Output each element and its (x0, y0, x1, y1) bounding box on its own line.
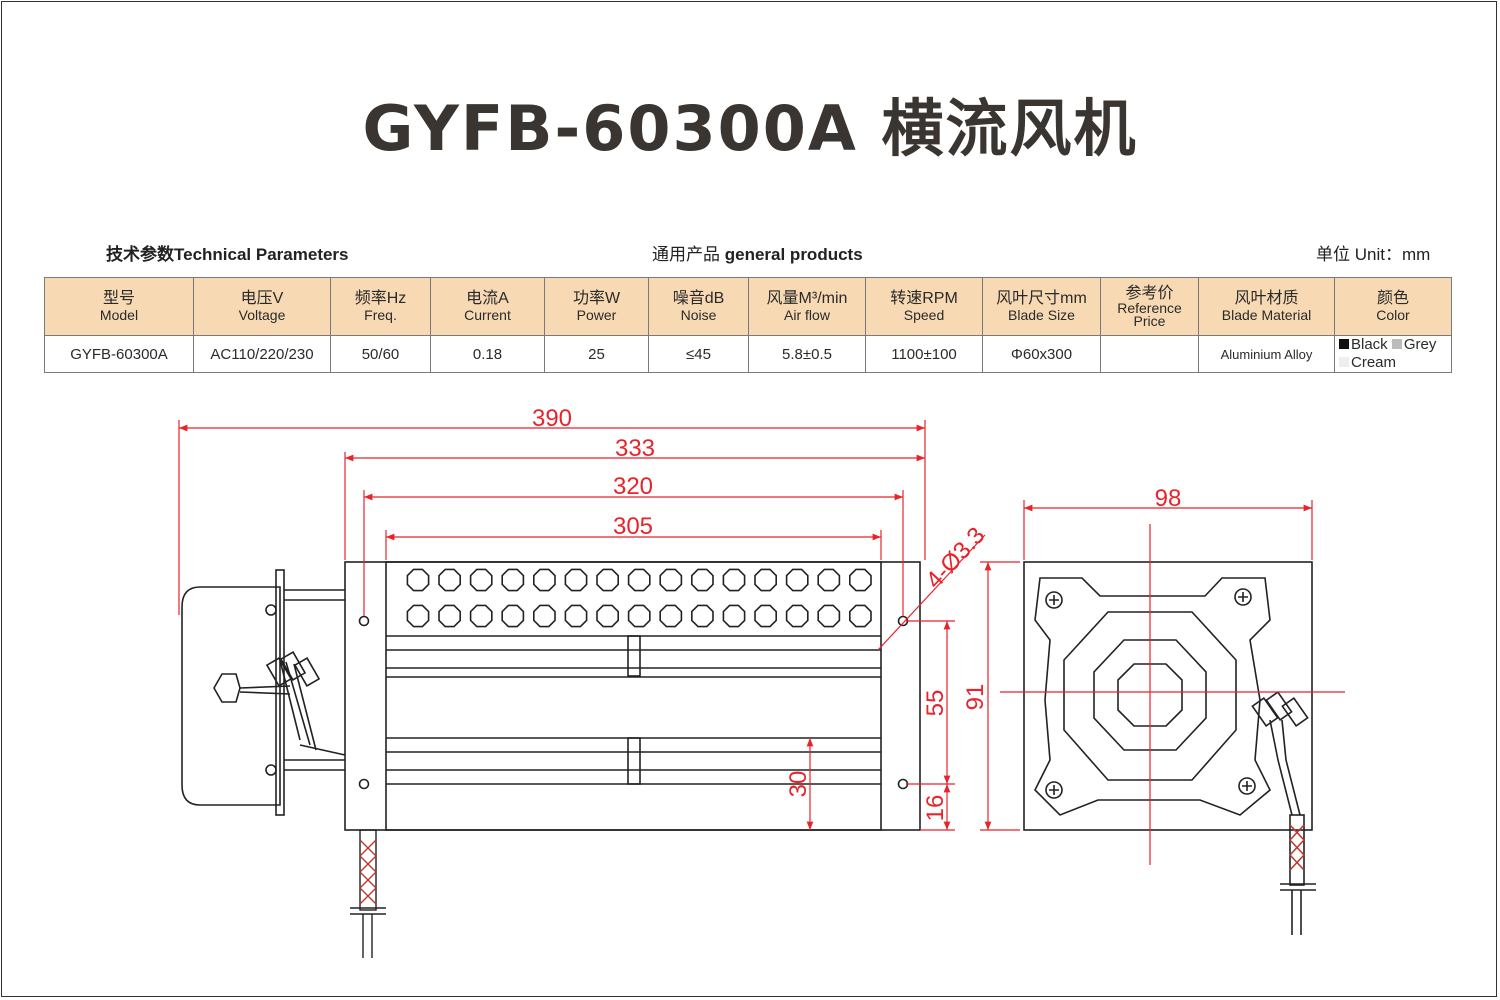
vent-hole (406, 568, 430, 592)
vent-hole (659, 568, 683, 592)
vent-hole (627, 568, 651, 592)
vent-hole (722, 568, 746, 592)
color-swatch-cream (1339, 357, 1349, 367)
tech-params-label: 技术参数Technical Parameters (106, 240, 349, 265)
cable-front (350, 829, 386, 958)
dim-30: 30 (785, 771, 812, 798)
cell-voltage: AC110/220/230 (193, 335, 331, 373)
vent-hole (564, 568, 588, 592)
dim-390: 390 (532, 405, 572, 432)
vent-hole (848, 604, 872, 628)
cell-noise: ≤45 (648, 335, 749, 373)
vent-hole (438, 604, 462, 628)
vent-hole (785, 568, 809, 592)
dim-98: 98 (1155, 485, 1182, 512)
vent-hole (469, 604, 493, 628)
vent-hole (817, 568, 841, 592)
color-grey: Grey (1391, 336, 1436, 353)
vent-hole (469, 568, 493, 592)
dim-16: 16 (922, 795, 949, 822)
vent-hole (659, 604, 683, 628)
vent-hole (596, 568, 620, 592)
fan-side-view (1023, 561, 1316, 935)
color-cream: Cream (1339, 354, 1396, 371)
vent-hole (722, 604, 746, 628)
cell-blade-size: Φ60x300 (982, 335, 1101, 373)
vent-hole (532, 568, 556, 592)
dim-hole: 4-Ø3.3 (921, 522, 991, 594)
vent-hole (501, 568, 525, 592)
color-swatch-black (1339, 339, 1349, 349)
vent-hole (596, 604, 620, 628)
general-products-cn: 通用产品 (652, 245, 720, 264)
fan-front-view (344, 561, 921, 831)
vent-hole (817, 604, 841, 628)
unit-label: 单位 Unit：mm (1316, 245, 1431, 264)
tech-params-cn: 技术参数 (106, 245, 174, 264)
cell-current: 0.18 (430, 335, 545, 373)
cell-color: Black Grey Cream (1334, 335, 1452, 373)
general-products-label: 通用产品 general products (652, 240, 863, 265)
cell-model: GYFB-60300A (44, 335, 194, 373)
dim-55: 55 (922, 690, 949, 717)
tech-params-en: Technical Parameters (174, 245, 349, 264)
vent-hole (754, 568, 778, 592)
page-title: GYFB-60300A 横流风机 (362, 92, 1138, 165)
cell-power: 25 (544, 335, 649, 373)
general-products-en: general products (724, 245, 863, 264)
vent-hole (564, 604, 588, 628)
vent-hole (501, 604, 525, 628)
vent-hole (848, 568, 872, 592)
vent-hole (785, 604, 809, 628)
cell-airflow: 5.8±0.5 (748, 335, 866, 373)
vent-hole (627, 604, 651, 628)
table-row: GYFB-60300A AC110/220/230 50/60 0.18 25 … (44, 335, 1452, 373)
motor (181, 569, 346, 816)
color-swatch-grey (1391, 339, 1402, 349)
dim-305: 305 (613, 513, 653, 540)
cell-price (1100, 335, 1199, 373)
vent-hole (754, 604, 778, 628)
cell-speed: 1100±100 (865, 335, 983, 373)
vent-hole (406, 604, 430, 628)
vent-holes (406, 568, 872, 628)
vent-hole (532, 604, 556, 628)
dimension-lines (178, 420, 1345, 865)
dim-91: 91 (962, 684, 989, 711)
vent-hole (690, 568, 714, 592)
cell-freq: 50/60 (330, 335, 431, 373)
vent-hole (438, 568, 462, 592)
dim-333: 333 (615, 435, 655, 462)
vent-hole (690, 604, 714, 628)
color-black: Black (1339, 336, 1388, 353)
dim-320: 320 (613, 473, 653, 500)
cell-material: Aluminium Alloy (1198, 335, 1335, 373)
